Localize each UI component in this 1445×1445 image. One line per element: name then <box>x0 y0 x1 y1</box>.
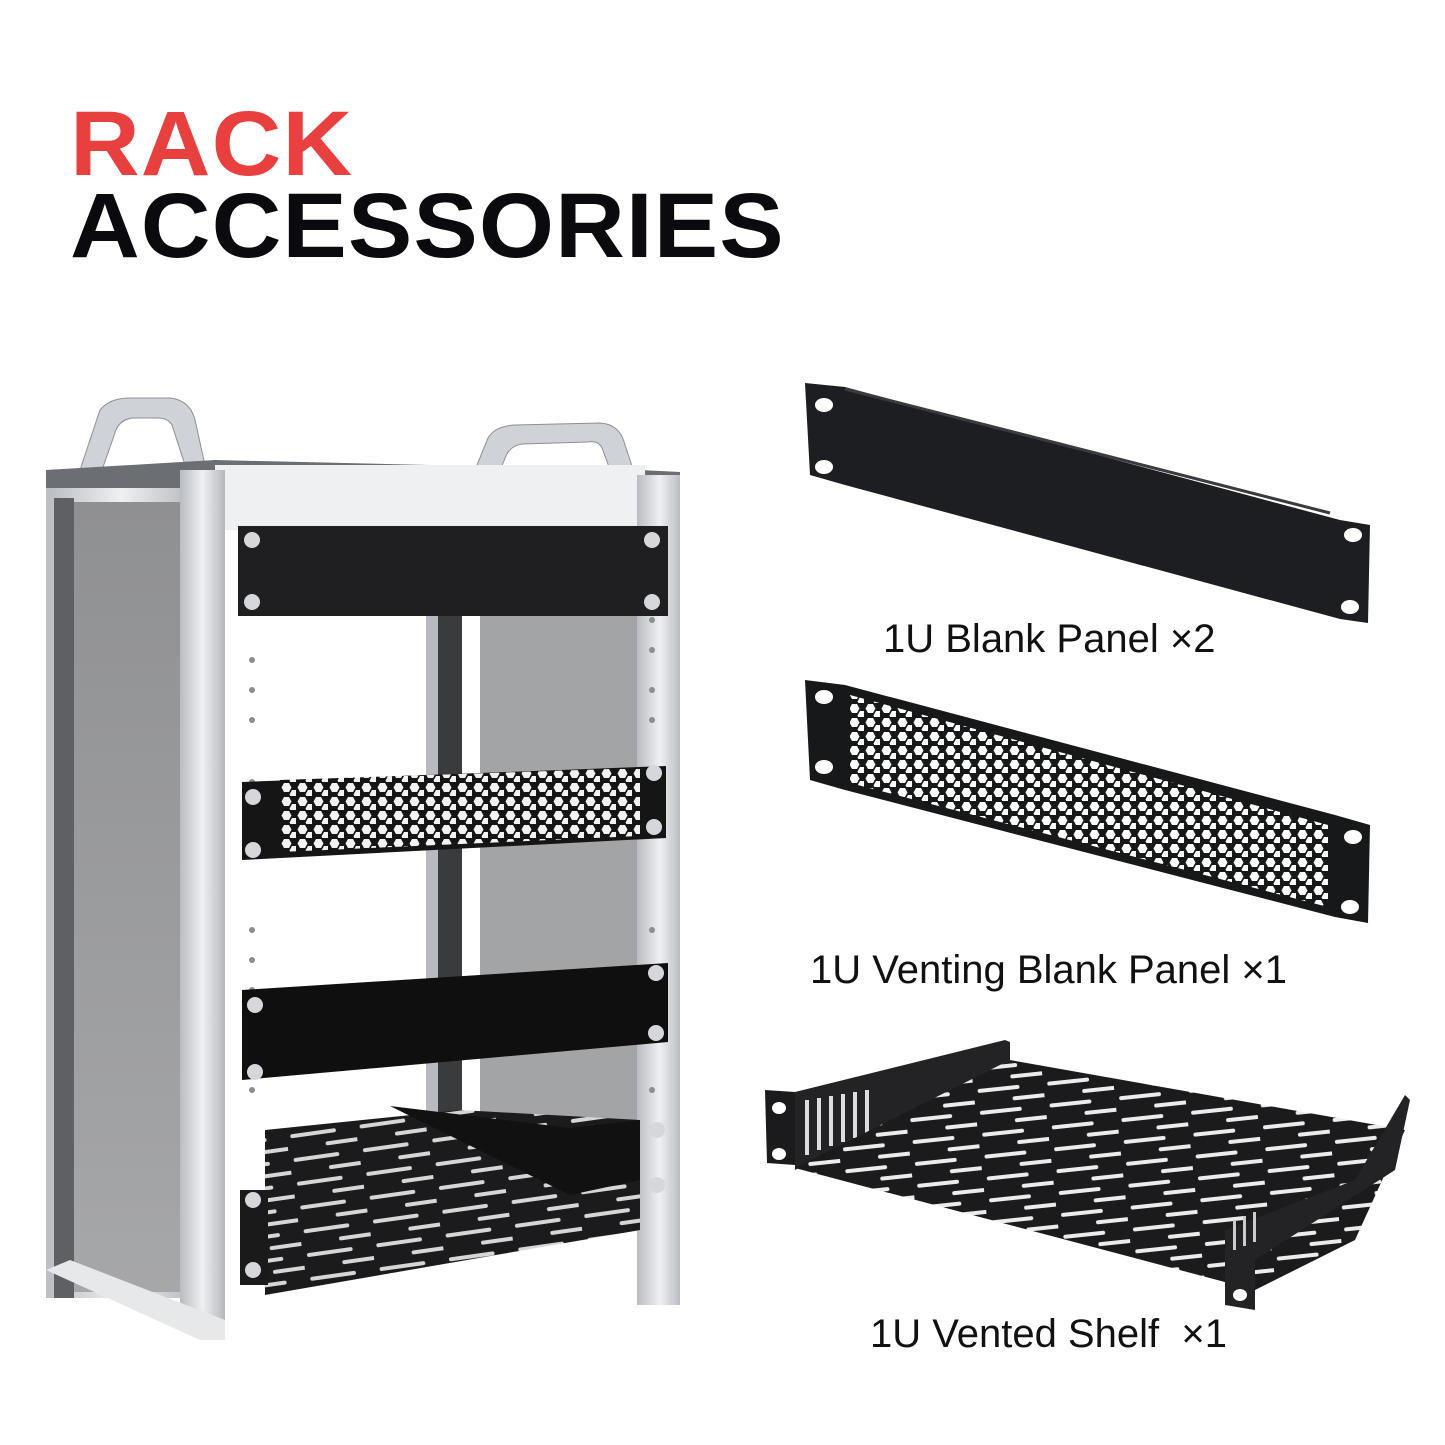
rack-enclosure-image <box>46 397 680 1340</box>
blank-panel-image <box>805 383 1370 623</box>
vented-shelf-image <box>765 1040 1410 1310</box>
label-blank-panel: 1U Blank Panel ×2 <box>883 617 1216 661</box>
label-venting-blank-panel: 1U Venting Blank Panel ×1 <box>810 948 1288 992</box>
title-rack: RACK <box>70 93 354 195</box>
venting-panel-image <box>805 680 1370 923</box>
label-vented-shelf: 1U Vented Shelf ×1 <box>870 1312 1227 1356</box>
title-accessories: ACCESSORIES <box>70 175 785 277</box>
